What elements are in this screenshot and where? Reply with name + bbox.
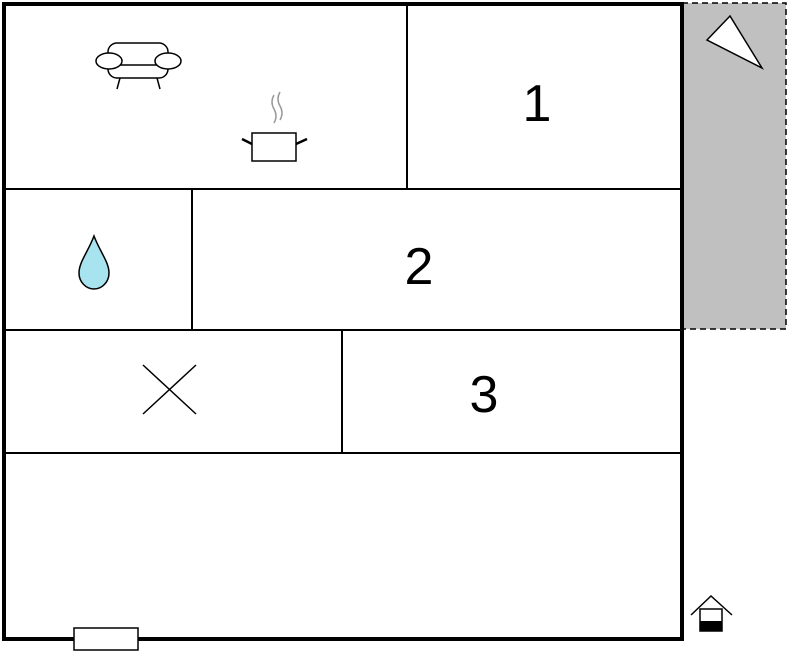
outer-wall xyxy=(2,2,684,641)
room-label-2: 2 xyxy=(405,238,434,296)
sofa-icon xyxy=(95,42,182,90)
compass-icon xyxy=(705,14,765,70)
room-label-1: 1 xyxy=(523,75,552,133)
room-label-3: 3 xyxy=(470,366,499,424)
cross-icon xyxy=(142,364,197,415)
door-icon xyxy=(73,627,139,651)
cooking-pot-icon xyxy=(241,91,308,162)
terrace-area xyxy=(681,2,787,330)
entrance-house-icon xyxy=(690,594,733,632)
water-drop-icon xyxy=(78,233,110,290)
